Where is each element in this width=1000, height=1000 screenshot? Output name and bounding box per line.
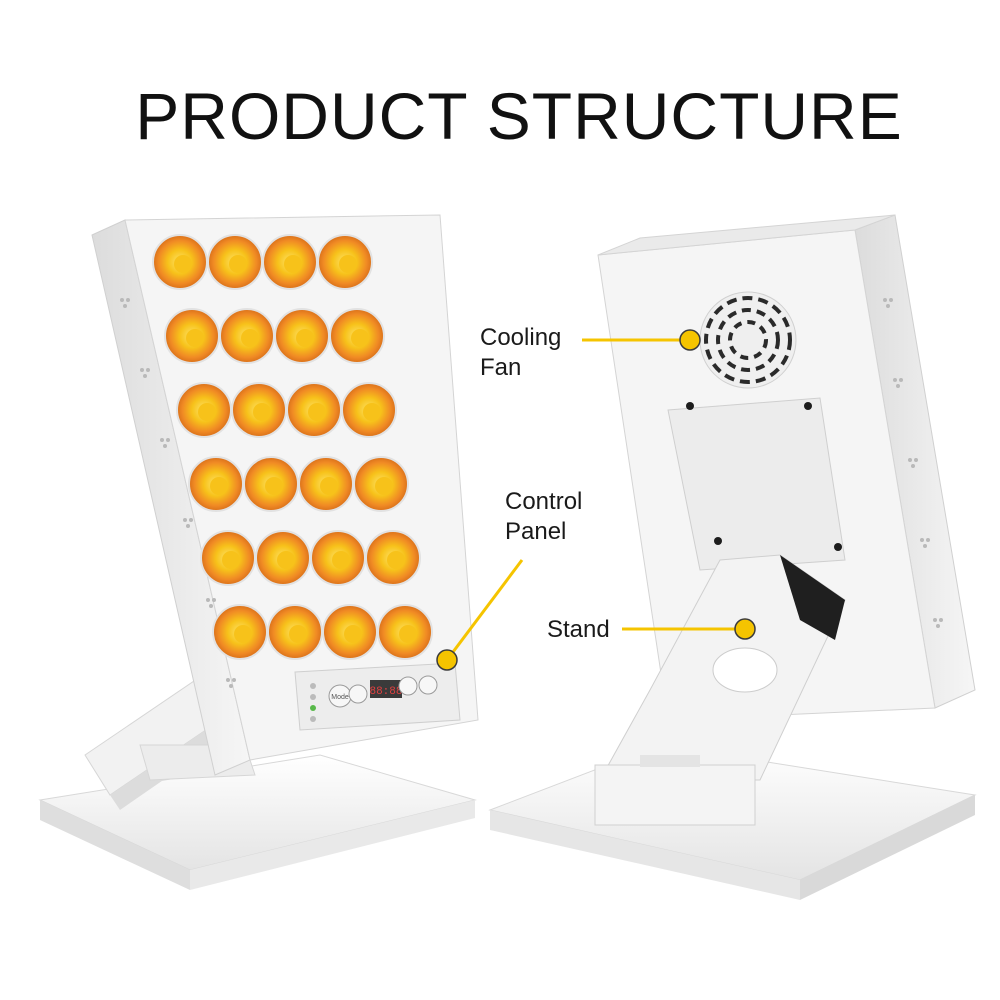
front-device: Mode 88:88 [38, 214, 479, 890]
screw [804, 402, 812, 410]
back-side-vents [883, 298, 943, 628]
led-lamp-core [387, 551, 405, 569]
cooling-fan-label: Cooling Fan [480, 323, 561, 383]
indicator-dot [310, 683, 316, 689]
indicator-dot [310, 694, 316, 700]
back-stand [594, 554, 846, 826]
cooling-fan-label-line1: Cooling [480, 324, 562, 351]
front-side-vents [120, 298, 236, 688]
control-panel: Mode 88:88 [294, 662, 461, 731]
indicator-dot [310, 705, 316, 711]
back-device [488, 214, 977, 900]
screw [686, 402, 694, 410]
callout-stand [622, 618, 756, 640]
cooling-fan-label-line2: Fan [480, 354, 522, 381]
control-panel-label-line2: Panel [505, 518, 567, 545]
led-lamp-core [289, 625, 307, 643]
mode-button-label: Mode [331, 694, 349, 701]
led-lamp-core [210, 477, 228, 495]
control-panel-label: Control Panel [505, 487, 582, 547]
led-lamp-core [363, 403, 381, 421]
led-grid [152, 234, 433, 660]
led-lamp-core [375, 477, 393, 495]
led-lamp-core [320, 477, 338, 495]
page-title: PRODUCT STRUCTURE [135, 79, 903, 153]
led-lamp-core [296, 329, 314, 347]
led-lamp-core [198, 403, 216, 421]
led-lamp-core [222, 551, 240, 569]
cooling-fan-grille [699, 291, 797, 389]
led-lamp-core [253, 403, 271, 421]
led-lamp-core [174, 255, 192, 273]
led-lamp-core [339, 255, 357, 273]
led-lamp-core [241, 329, 259, 347]
callout-control-panel [436, 559, 524, 671]
callout-cooling-fan [582, 329, 701, 351]
led-lamp-core [277, 551, 295, 569]
stand-mount-plate [667, 397, 846, 571]
led-lamp-core [284, 255, 302, 273]
timer-display [370, 680, 402, 698]
led-lamp-core [265, 477, 283, 495]
control-panel-label-line1: Control [505, 488, 583, 515]
brightness-button[interactable] [398, 676, 418, 696]
screw [834, 543, 842, 551]
led-lamp-core [234, 625, 252, 643]
screw [714, 537, 722, 545]
led-lamp-core [229, 255, 247, 273]
indicator-dot [310, 716, 316, 722]
led-lamp-core [308, 403, 326, 421]
led-lamp-core [332, 551, 350, 569]
led-lamp-core [344, 625, 362, 643]
led-lamp-core [351, 329, 369, 347]
light-button[interactable] [348, 684, 368, 704]
led-lamp-core [399, 625, 417, 643]
timer-display-digits: 88:88 [369, 686, 402, 698]
led-lamp-core [186, 329, 204, 347]
power-button[interactable] [418, 675, 438, 695]
stand-label: Stand [547, 616, 610, 643]
